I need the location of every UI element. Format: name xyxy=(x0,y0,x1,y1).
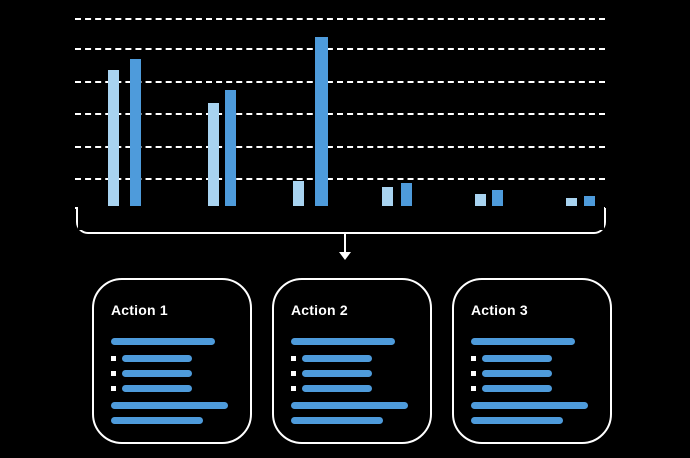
bar-g4-dark-series xyxy=(401,183,412,207)
bullet-square-icon xyxy=(471,386,476,391)
bullet-square-icon xyxy=(111,386,116,391)
content-line xyxy=(291,402,419,409)
bullet-square-icon xyxy=(471,371,476,376)
content-line xyxy=(471,402,599,409)
bar-g3-light-series xyxy=(293,181,304,207)
bar-g6-dark-series xyxy=(584,196,595,207)
content-line-fill xyxy=(471,338,575,345)
arrow-down-icon xyxy=(339,252,351,260)
content-line-fill xyxy=(111,402,228,409)
bullet-square-icon xyxy=(291,371,296,376)
content-line xyxy=(291,370,419,377)
grouping-bracket xyxy=(76,208,606,234)
gridline-3 xyxy=(75,113,605,115)
action-card-list: Action 1 Action 2 Action 3 xyxy=(92,278,612,444)
bar-g5-light-series xyxy=(475,194,486,207)
chart-bars xyxy=(75,10,605,207)
content-line-fill xyxy=(111,338,215,345)
bar-g6-light-series xyxy=(566,198,577,207)
bullet-square-icon xyxy=(291,386,296,391)
content-line-fill xyxy=(471,417,563,424)
bullet-square-icon xyxy=(111,356,116,361)
gridline-4 xyxy=(75,146,605,148)
content-line xyxy=(291,385,419,392)
content-line-fill xyxy=(291,338,395,345)
bar-g5-dark-series xyxy=(492,190,503,207)
content-line-fill xyxy=(302,355,372,362)
content-line xyxy=(111,385,239,392)
content-line xyxy=(111,370,239,377)
content-line-fill xyxy=(482,370,552,377)
content-line xyxy=(111,402,239,409)
bar-g1-light-series xyxy=(108,70,119,207)
content-line-fill xyxy=(122,355,192,362)
content-line xyxy=(291,338,419,345)
action-card-body xyxy=(471,338,599,432)
content-line xyxy=(291,355,419,362)
content-line-fill xyxy=(111,417,203,424)
action-card-3[interactable]: Action 3 xyxy=(452,278,612,444)
content-line xyxy=(111,355,239,362)
action-card-1[interactable]: Action 1 xyxy=(92,278,252,444)
action-card-body xyxy=(291,338,419,432)
content-line xyxy=(471,417,599,424)
content-line-fill xyxy=(302,385,372,392)
content-line xyxy=(471,355,599,362)
content-line xyxy=(471,385,599,392)
content-line-fill xyxy=(471,402,588,409)
bar-g4-light-series xyxy=(382,187,393,207)
content-line xyxy=(111,417,239,424)
content-line-fill xyxy=(122,370,192,377)
gridline-2 xyxy=(75,81,605,83)
connector-stem xyxy=(344,232,346,254)
content-line xyxy=(471,370,599,377)
content-line-fill xyxy=(291,402,408,409)
bar-g2-light-series xyxy=(208,103,219,207)
action-card-title: Action 1 xyxy=(111,302,168,318)
content-line xyxy=(471,338,599,345)
gridline-5 xyxy=(75,178,605,180)
action-card-title: Action 3 xyxy=(471,302,528,318)
content-line-fill xyxy=(482,385,552,392)
bar-chart xyxy=(75,10,605,210)
bracket-mask xyxy=(78,206,604,230)
gridline-1 xyxy=(75,48,605,50)
bullet-square-icon xyxy=(111,371,116,376)
action-card-body xyxy=(111,338,239,432)
bar-g1-dark-series xyxy=(130,59,141,207)
action-card-title: Action 2 xyxy=(291,302,348,318)
action-card-2[interactable]: Action 2 xyxy=(272,278,432,444)
content-line-fill xyxy=(482,355,552,362)
gridline-0 xyxy=(75,18,605,20)
bar-g3-dark-series xyxy=(315,37,328,207)
content-line xyxy=(291,417,419,424)
content-line xyxy=(111,338,239,345)
bullet-square-icon xyxy=(291,356,296,361)
content-line-fill xyxy=(122,385,192,392)
bullet-square-icon xyxy=(471,356,476,361)
content-line-fill xyxy=(302,370,372,377)
bar-g2-dark-series xyxy=(225,90,236,207)
content-line-fill xyxy=(291,417,383,424)
